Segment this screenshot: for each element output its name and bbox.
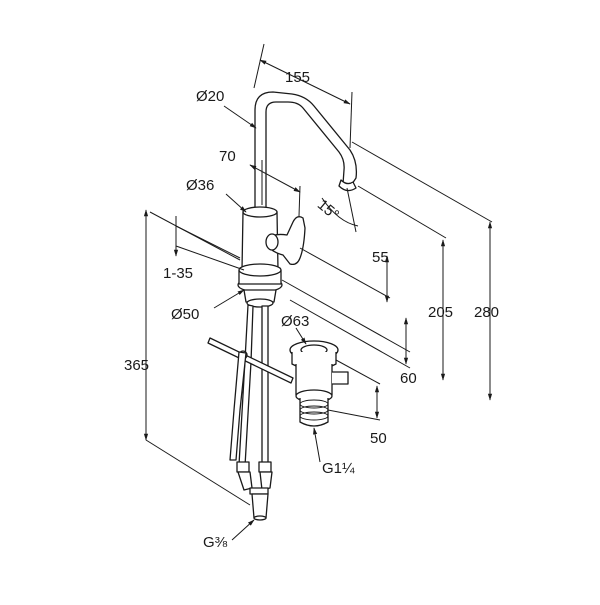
lever-handle [265,216,306,266]
label-height-205: 205 [428,304,453,321]
label-angle-15: 15° [314,196,342,224]
label-height-55: 55 [372,249,389,266]
label-diameter-50: Ø50 [171,306,199,323]
label-range-1-35: 1-35 [163,265,193,282]
pop-up-waste [289,340,349,427]
label-diameter-20: Ø20 [196,88,224,105]
label-thread-g3-8: G⅜ [203,534,228,551]
label-width-70: 70 [219,148,236,165]
label-thread-g1-1-4: G1¼ [322,460,355,477]
label-diameter-63: Ø63 [281,313,309,330]
spout [254,91,358,211]
base-plate [237,263,283,308]
label-height-60: 60 [400,370,417,387]
dimension-labels: 155 Ø20 70 Ø36 15° 55 1-35 Ø50 205 280 Ø… [124,69,499,551]
label-height-280: 280 [474,304,499,321]
supply-hoses [236,304,273,521]
label-height-365: 365 [124,357,149,374]
label-diameter-36: Ø36 [186,177,214,194]
label-height-50: 50 [370,430,387,447]
dimension-lines [143,43,493,541]
pop-up-rod [207,337,294,461]
label-width-155: 155 [285,69,310,86]
